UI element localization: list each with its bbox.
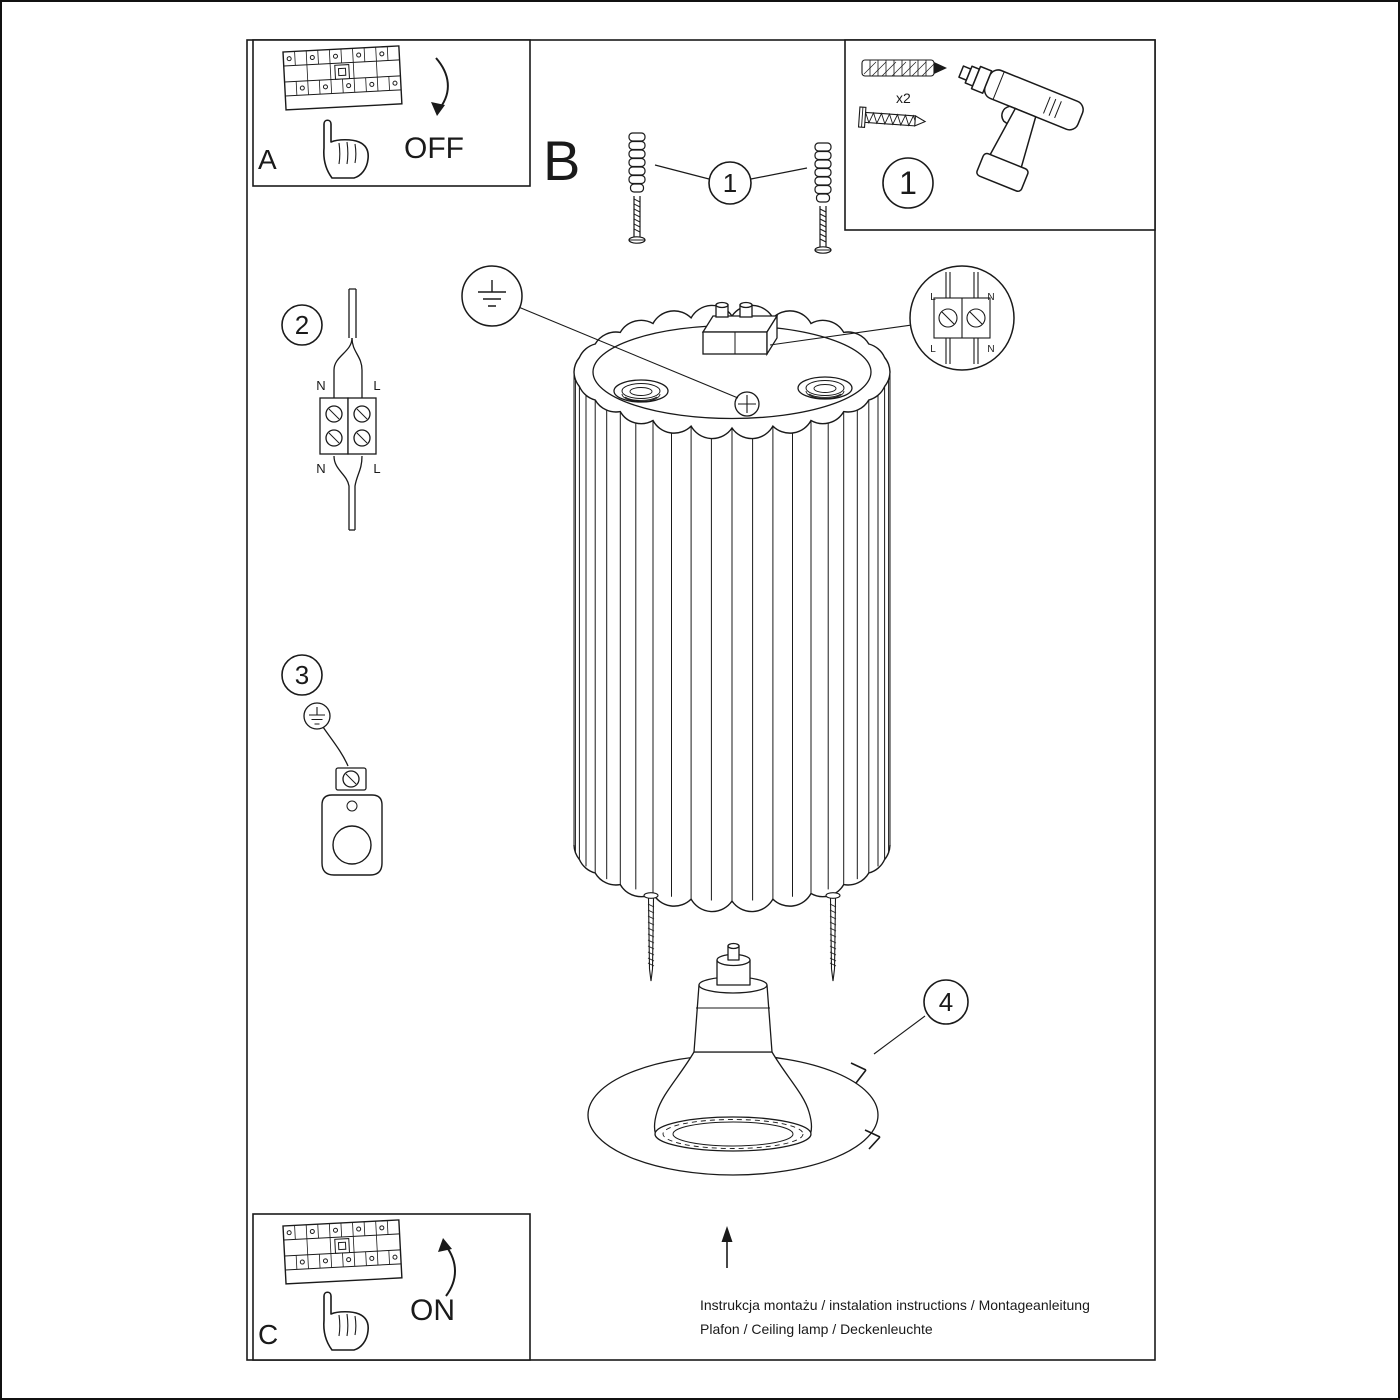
terminal-block-icon xyxy=(319,397,377,455)
step4-number: 4 xyxy=(939,987,953,1017)
screw-icon xyxy=(857,106,927,128)
live-label-top: L xyxy=(373,378,380,393)
lamp-terminal-block-icon xyxy=(701,301,779,357)
mounting-bracket-icon xyxy=(321,794,383,876)
main-frame xyxy=(246,39,1156,1361)
gu10-bulb-icon xyxy=(653,942,813,1152)
drill-icon xyxy=(958,65,1084,193)
wall-plug-screw-right-icon xyxy=(814,142,832,254)
on-label: ON xyxy=(410,1294,455,1327)
panel-c-label: C xyxy=(258,1319,278,1350)
callout-live-top: L xyxy=(930,292,936,303)
circuit-breaker-icon xyxy=(282,1219,403,1285)
threaded-bushing-right-icon xyxy=(797,376,853,400)
step2-number: 2 xyxy=(295,310,309,340)
shade-flutes xyxy=(573,372,891,901)
parts-step-badge: 1 xyxy=(882,157,934,209)
callout-live-bottom: L xyxy=(930,344,936,355)
ground-symbol-icon xyxy=(303,702,331,730)
panel-c-power-on: C ON xyxy=(252,1213,531,1361)
step2-wiring-diagram: 2 N L N L xyxy=(281,288,381,531)
terminal-callout: L N L N xyxy=(769,265,1015,371)
neutral-label-bottom: N xyxy=(316,461,325,476)
ground-callout-circle xyxy=(461,265,523,327)
ground-wire-icon xyxy=(322,726,349,767)
step1-leader-lines xyxy=(654,164,808,180)
ground-callout-leader xyxy=(519,306,739,399)
wall-plug-screw-left-icon xyxy=(628,132,646,244)
parts-box: 1 x2 xyxy=(844,39,1156,231)
step4-leader xyxy=(873,1015,926,1055)
mount-screw-right-icon xyxy=(825,892,841,982)
off-label: OFF xyxy=(404,132,464,165)
step3-number: 3 xyxy=(295,660,309,690)
step2-badge: 2 xyxy=(281,304,323,346)
step1-badge: 1 xyxy=(708,161,752,205)
parts-step-number: 1 xyxy=(899,165,917,201)
center-screw-icon xyxy=(734,391,760,417)
wire-icon xyxy=(333,288,363,531)
ground-symbol-large-icon xyxy=(478,280,506,307)
switch-on-arrow-icon xyxy=(438,1238,456,1297)
terminal-callout-leader xyxy=(769,324,911,346)
ceiling-lamp-shade xyxy=(573,301,891,913)
threaded-bushing-left-icon xyxy=(613,379,669,403)
footer-line2: Plafon / Ceiling lamp / Deckenleuchte xyxy=(700,1321,933,1337)
wall-anchor-icon xyxy=(861,59,947,77)
ground-clamp-icon xyxy=(335,767,367,791)
step3-badge: 3 xyxy=(281,654,323,696)
step1-number: 1 xyxy=(723,168,737,198)
switch-off-arrow-icon xyxy=(431,57,449,116)
qty-label: x2 xyxy=(896,90,911,106)
step4-badge: 4 xyxy=(923,979,969,1025)
neutral-label-top: N xyxy=(316,378,325,393)
footer-line1: Instrukcja montażu / instalation instruc… xyxy=(700,1297,1090,1313)
step3-grounding-diagram: 3 xyxy=(281,654,383,876)
insert-arrow-icon xyxy=(721,1226,733,1268)
callout-neutral-bottom: N xyxy=(987,344,994,355)
rotation-arrowheads xyxy=(850,1062,881,1150)
circuit-breaker-icon xyxy=(282,45,403,111)
callout-neutral-top: N xyxy=(987,292,994,303)
panel-a-label: A xyxy=(258,144,277,175)
section-b-label: B xyxy=(543,129,580,192)
live-label-bottom: L xyxy=(373,461,380,476)
terminal-callout-detail xyxy=(933,272,991,364)
panel-a-power-off: A OFF xyxy=(252,39,531,187)
mount-screw-left-icon xyxy=(643,892,659,982)
ground-callout xyxy=(461,265,739,399)
